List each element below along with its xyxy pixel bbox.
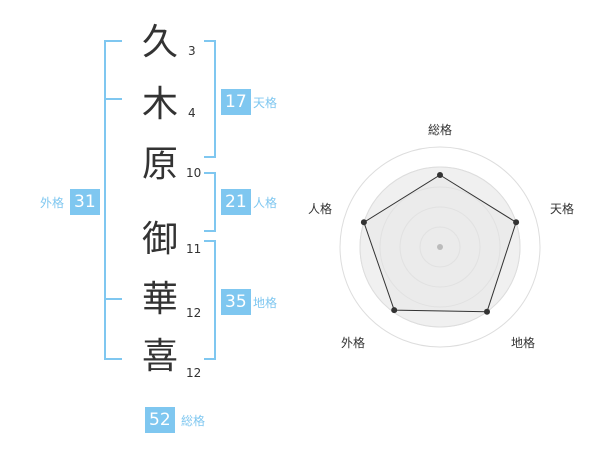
name-char-5: 華	[141, 279, 178, 320]
jinkaku-value: 21	[221, 189, 251, 215]
name-char-2: 木	[141, 84, 178, 125]
name-char-1: 久	[141, 22, 178, 63]
stroke-count-6: 12	[186, 366, 202, 380]
radar-point-3	[484, 308, 490, 315]
tenkaku-label: 天格	[253, 96, 278, 110]
stroke-count-1: 3	[188, 44, 196, 58]
chikaku-label: 地格	[253, 296, 278, 310]
radar-point-5	[360, 219, 367, 226]
radar-label-jinkaku: 人格	[308, 202, 333, 216]
radar-label-gaikaku: 外格	[341, 336, 366, 350]
name-char-3: 原	[141, 144, 178, 185]
radar-label-chikaku: 地格	[511, 336, 536, 350]
radar-label-tenkaku: 天格	[550, 202, 575, 216]
fortune-radar-chart	[339, 146, 541, 348]
soukaku-value: 52	[145, 407, 175, 433]
gaikaku-value: 31	[70, 189, 100, 215]
stroke-count-5: 12	[186, 306, 202, 320]
radar-point-4	[391, 307, 398, 314]
gaikaku-label: 外格	[40, 196, 65, 210]
stroke-count-4: 11	[186, 242, 202, 256]
soukaku-label: 総格	[181, 414, 206, 428]
radar-label-soukaku: 総格	[428, 123, 453, 137]
radar-series-polygon	[363, 174, 517, 313]
name-char-4: 御	[141, 219, 178, 260]
tenkaku-value: 17	[221, 89, 251, 115]
chikaku-value: 35	[221, 289, 251, 315]
stroke-count-3: 10	[186, 166, 202, 180]
stroke-count-2: 4	[188, 106, 196, 120]
radar-point-2	[513, 219, 520, 226]
radar-point-1	[437, 172, 443, 178]
name-char-6: 喜	[141, 336, 178, 377]
radar-center-dot	[437, 244, 443, 250]
jinkaku-label: 人格	[253, 196, 278, 210]
